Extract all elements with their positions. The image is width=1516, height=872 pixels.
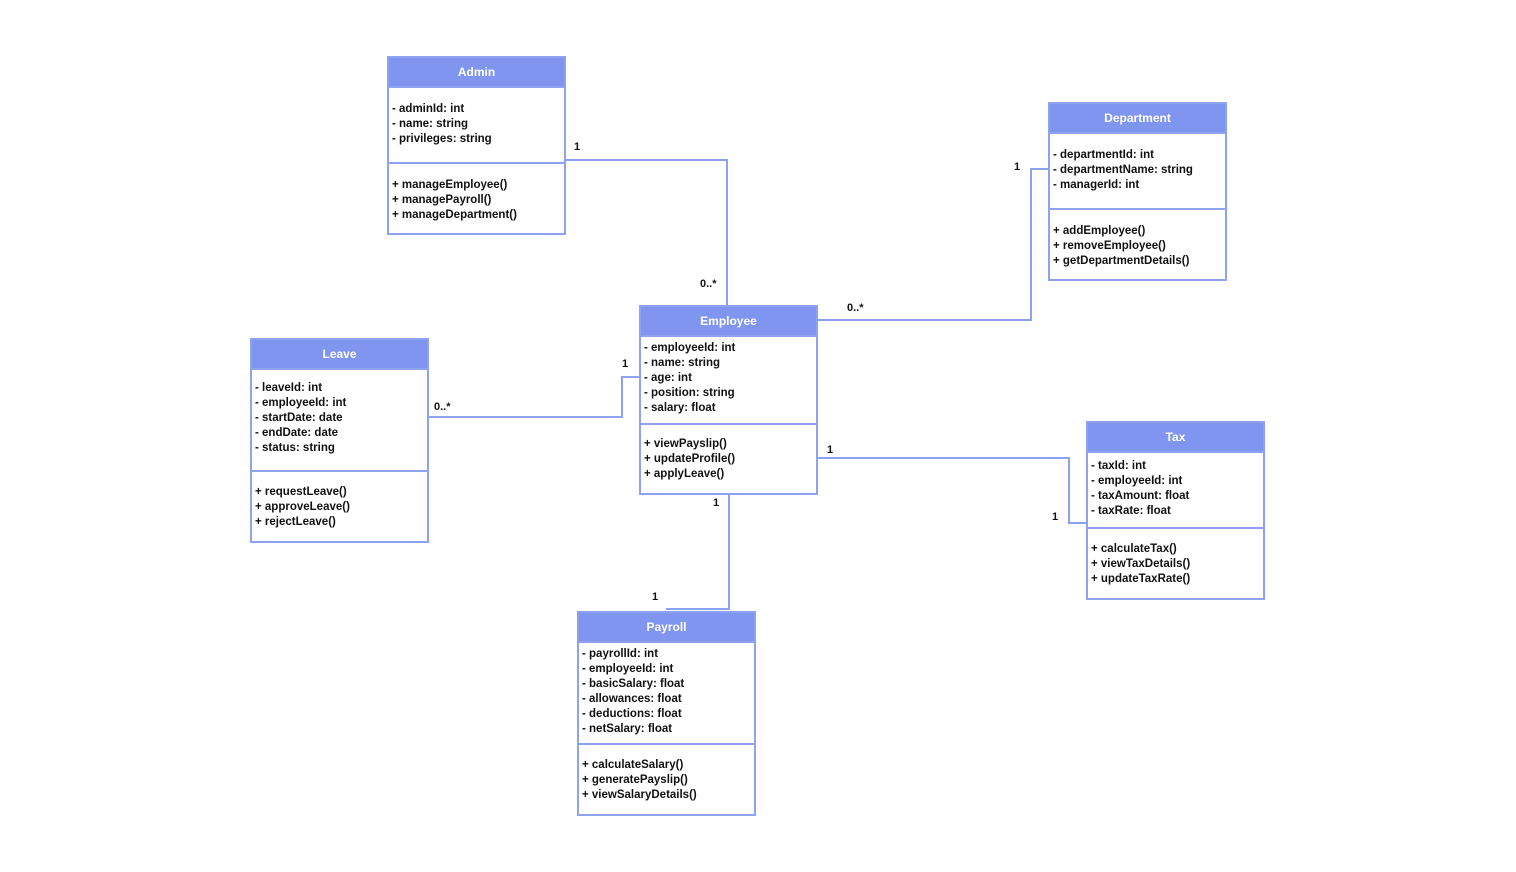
class-attribute: - position: string — [644, 387, 735, 399]
class-attribute: - deductions: float — [582, 708, 682, 720]
class-payroll-name: Payroll — [579, 613, 754, 643]
class-leave[interactable]: Leave - leaveId: int - employeeId: int - s… — [250, 338, 429, 543]
association-employee-leave — [428, 376, 640, 418]
class-attribute: - departmentName: string — [1053, 164, 1193, 176]
class-method: + manageDepartment() — [392, 209, 517, 221]
multiplicity-employee-leave-end: 1 — [622, 358, 629, 370]
class-attribute: - employeeId: int — [644, 342, 736, 354]
multiplicity-tax-end: 1 — [1052, 511, 1059, 523]
class-attribute: - netSalary: float — [582, 723, 673, 735]
multiplicity-employee-tax-end: 1 — [827, 444, 834, 456]
class-attribute: - salary: float — [644, 402, 716, 414]
class-method: + generatePayslip() — [582, 774, 688, 786]
class-method: + getDepartmentDetails() — [1053, 255, 1190, 267]
class-method: + viewPayslip() — [644, 438, 727, 450]
class-payroll-attributes: - payrollId: int - employeeId: int - basic… — [579, 643, 754, 745]
class-method: + rejectLeave() — [255, 516, 336, 528]
class-tax-name: Tax — [1088, 423, 1263, 453]
class-employee-name: Employee — [641, 307, 816, 337]
class-method: + viewTaxDetails() — [1091, 558, 1191, 570]
class-attribute: - employeeId: int — [582, 663, 674, 675]
class-department-methods: + addEmployee() + removeEmployee() + getDe… — [1050, 210, 1225, 275]
class-attribute: - taxId: int — [1091, 460, 1146, 472]
class-attribute: - status: string — [255, 442, 335, 454]
class-attribute: - payrollId: int — [582, 648, 659, 660]
class-tax-methods: + calculateTax() + viewTaxDetails() + upda… — [1088, 529, 1263, 593]
class-attribute: - leaveId: int — [255, 382, 323, 394]
class-department-attributes: - departmentId: int - departmentName: str… — [1050, 134, 1225, 210]
class-method: + viewSalaryDetails() — [582, 789, 697, 801]
class-attribute: - taxRate: float — [1091, 505, 1171, 517]
class-method: + addEmployee() — [1053, 225, 1146, 237]
class-method: + managePayroll() — [392, 194, 492, 206]
class-attribute: - adminId: int — [392, 103, 465, 115]
class-attribute: - name: string — [392, 118, 469, 130]
class-employee-attributes: - employeeId: int - name: string - age: in… — [641, 337, 816, 425]
class-method: + calculateTax() — [1091, 543, 1177, 555]
association-employee-tax — [818, 457, 1086, 524]
class-method: + approveLeave() — [255, 501, 350, 513]
class-attribute: - basicSalary: float — [582, 678, 685, 690]
association-department-employee — [818, 168, 1048, 321]
class-method: + calculateSalary() — [582, 759, 684, 771]
class-method: + updateProfile() — [644, 453, 736, 465]
multiplicity-leave-end: 0..* — [434, 401, 451, 413]
class-method: + manageEmployee() — [392, 179, 508, 191]
class-method: + updateTaxRate() — [1091, 573, 1191, 585]
class-attribute: - allowances: float — [582, 693, 682, 705]
class-leave-attributes: - leaveId: int - employeeId: int - startDa… — [252, 370, 427, 472]
class-payroll[interactable]: Payroll - payrollId: int - employeeId: in… — [577, 611, 756, 816]
class-attribute: - taxAmount: float — [1091, 490, 1190, 502]
class-tax-attributes: - taxId: int - employeeId: int - taxAmount… — [1088, 453, 1263, 529]
class-method: + requestLeave() — [255, 486, 347, 498]
class-attribute: - name: string — [644, 357, 721, 369]
class-attribute: - employeeId: int — [1091, 475, 1183, 487]
class-department[interactable]: Department - departmentId: int- departme… — [1048, 102, 1227, 281]
class-method: + applyLeave() — [644, 468, 725, 480]
multiplicity-employee-department-end: 0..* — [847, 302, 864, 314]
class-attribute: - privileges: string — [392, 133, 492, 145]
class-payroll-methods: + calculateSalary() + generatePayslip() + … — [579, 745, 754, 809]
class-attribute: - startDate: date — [255, 412, 343, 424]
class-method: + removeEmployee() — [1053, 240, 1166, 252]
class-attribute: - employeeId: int — [255, 397, 347, 409]
class-leave-methods: + requestLeave() + approveLeave() + reject… — [252, 472, 427, 536]
class-attribute: - endDate: date — [255, 427, 339, 439]
class-admin-attributes: - adminId: int - name: string - privileges… — [389, 88, 564, 164]
multiplicity-employee-payroll-end: 1 — [713, 497, 720, 509]
multiplicity-department-end: 1 — [1014, 161, 1021, 173]
class-attribute: - age: int — [644, 372, 692, 384]
class-attribute: - departmentId: int — [1053, 149, 1154, 161]
class-department-name: Department — [1050, 104, 1225, 134]
class-employee-methods: + viewPayslip() + updateProfile() + applyL… — [641, 425, 816, 488]
class-attribute: - managerId: int — [1053, 179, 1140, 191]
association-employee-payroll — [666, 494, 730, 610]
class-employee[interactable]: Employee - employeeId: int - name: string… — [639, 305, 818, 495]
class-admin-methods: + manageEmployee() + managePayroll() + man… — [389, 164, 564, 229]
multiplicity-employee-admin-end: 0..* — [700, 278, 717, 290]
class-admin[interactable]: Admin - adminId: int - name: string - priv… — [387, 56, 566, 235]
multiplicity-admin-end: 1 — [574, 141, 581, 153]
class-admin-name: Admin — [389, 58, 564, 88]
class-tax[interactable]: Tax - taxId: int - employeeId: int - taxAm… — [1086, 421, 1265, 600]
class-leave-name: Leave — [252, 340, 427, 370]
multiplicity-payroll-end: 1 — [652, 591, 659, 603]
